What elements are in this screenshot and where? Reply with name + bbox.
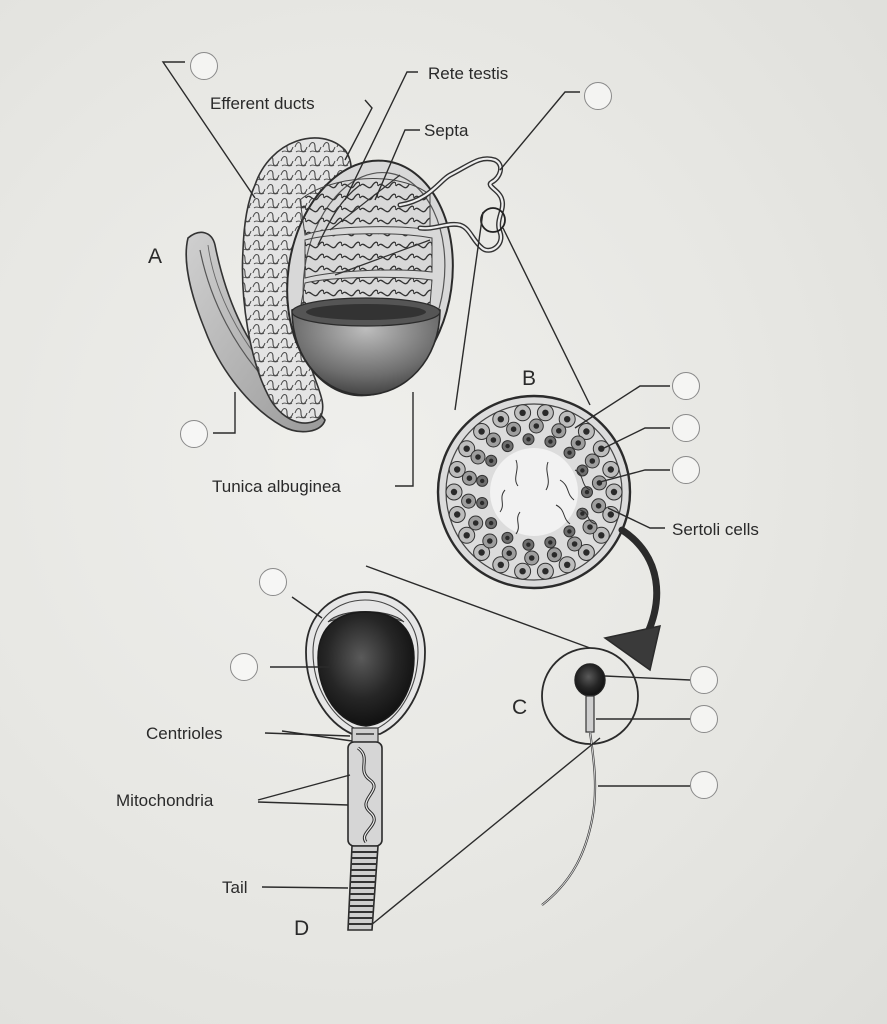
blank-label-circle[interactable] (259, 568, 287, 596)
blank-label-circle[interactable] (690, 771, 718, 799)
label-tail: Tail (222, 878, 248, 897)
blank-label-circle[interactable] (180, 420, 208, 448)
germ-cell-nucleus (551, 552, 558, 558)
sperm-small (541, 647, 639, 906)
germ-cell-nucleus (488, 520, 494, 526)
blank-label-circle[interactable] (672, 372, 700, 400)
germ-cell-nucleus (528, 555, 535, 561)
germ-cell-nucleus (463, 532, 470, 539)
germ-cell-nucleus (487, 538, 493, 544)
leader-lines-d (257, 596, 353, 889)
panel-letter-c: C (512, 696, 528, 719)
epididymis (185, 231, 326, 433)
germ-cell-nucleus (598, 532, 605, 539)
germ-cell-nucleus (466, 475, 473, 482)
germ-cell-nucleus (478, 549, 485, 556)
germ-cells (445, 404, 623, 580)
leader-lines-c (364, 565, 691, 931)
germ-cell-nucleus (542, 568, 549, 575)
germ-cell-nucleus (607, 466, 614, 473)
germ-cell-nucleus (567, 450, 572, 455)
germ-cell-nucleus (584, 489, 590, 495)
germ-cell-nucleus (519, 409, 526, 416)
magnify-circle-small (480, 207, 506, 233)
germ-cell-nucleus (595, 503, 602, 509)
germ-cell-nucleus (575, 440, 581, 446)
label-centrioles: Centrioles (146, 724, 223, 743)
germ-cell-nucleus (480, 478, 485, 484)
blank-label-circle[interactable] (690, 666, 718, 694)
germ-cell-nucleus (465, 498, 472, 504)
germ-cell-nucleus (610, 488, 618, 496)
leader-lines-a (161, 61, 591, 487)
blank-label-circle[interactable] (230, 653, 258, 681)
label-septa: Septa (424, 121, 469, 140)
germ-cell-nucleus (505, 535, 510, 541)
germ-cell-nucleus (463, 445, 470, 452)
blank-label-circle[interactable] (190, 52, 218, 80)
germ-cell-nucleus (505, 443, 510, 449)
germ-cell-nucleus (548, 439, 553, 444)
panel-letter-a: A (148, 245, 163, 268)
germ-cell-nucleus (450, 488, 458, 496)
blank-label-circle[interactable] (672, 414, 700, 442)
leader-lines-b (574, 385, 670, 529)
germ-cell-nucleus (475, 454, 481, 460)
lumen-sperm-tails (499, 459, 597, 535)
germ-cell-nucleus (510, 426, 517, 433)
tubule-cross-section (436, 394, 632, 590)
germ-cell-nucleus (583, 428, 590, 435)
panel-letter-d: D (294, 917, 310, 940)
germ-cell-nucleus (526, 542, 531, 547)
blank-label-circle[interactable] (672, 456, 700, 484)
germ-cell-nucleus (571, 541, 578, 547)
germ-cell-nucleus (472, 520, 479, 526)
germ-cell-nucleus (519, 568, 526, 575)
label-mitochondria: Mitochondria (116, 791, 214, 810)
germ-cell-nucleus (564, 416, 571, 423)
germ-cell-nucleus (497, 416, 504, 423)
curved-arrow (603, 526, 661, 672)
label-tunica-albuginea: Tunica albuginea (212, 477, 341, 496)
germ-cell-nucleus (583, 549, 590, 556)
testis-drawing (185, 137, 506, 433)
tail-segments (347, 845, 379, 931)
germ-cell-nucleus (542, 409, 549, 416)
label-rete-testis: Rete testis (428, 64, 509, 83)
germ-cell-nucleus (454, 466, 461, 473)
germ-cell-nucleus (526, 437, 531, 442)
germ-cell-nucleus (587, 524, 593, 530)
germ-cell-nucleus (580, 468, 585, 473)
sperm-enlarged (305, 591, 426, 931)
germ-cell-nucleus (506, 550, 512, 556)
blank-label-circle[interactable] (690, 705, 718, 733)
germ-cell-nucleus (556, 428, 562, 434)
germ-cell-nucleus (533, 423, 540, 429)
germ-cell-nucleus (580, 511, 585, 516)
germ-cell-nucleus (497, 561, 504, 568)
germ-cell-nucleus (589, 458, 596, 464)
germ-cell-nucleus (567, 529, 572, 534)
label-sertoli-cells: Sertoli cells (672, 520, 759, 539)
germ-cell-nucleus (564, 561, 571, 568)
germ-cell-nucleus (489, 458, 494, 463)
panel-letter-b: B (522, 367, 537, 390)
germ-cell-nucleus (548, 540, 553, 545)
label-efferent-ducts: Efferent ducts (210, 94, 315, 113)
germ-cell-nucleus (607, 511, 614, 518)
germ-cell-nucleus (478, 428, 485, 435)
blank-label-circle[interactable] (584, 82, 612, 110)
germ-cell-nucleus (479, 500, 485, 506)
germ-cell-nucleus (490, 437, 497, 443)
germ-cell-nucleus (454, 511, 461, 518)
